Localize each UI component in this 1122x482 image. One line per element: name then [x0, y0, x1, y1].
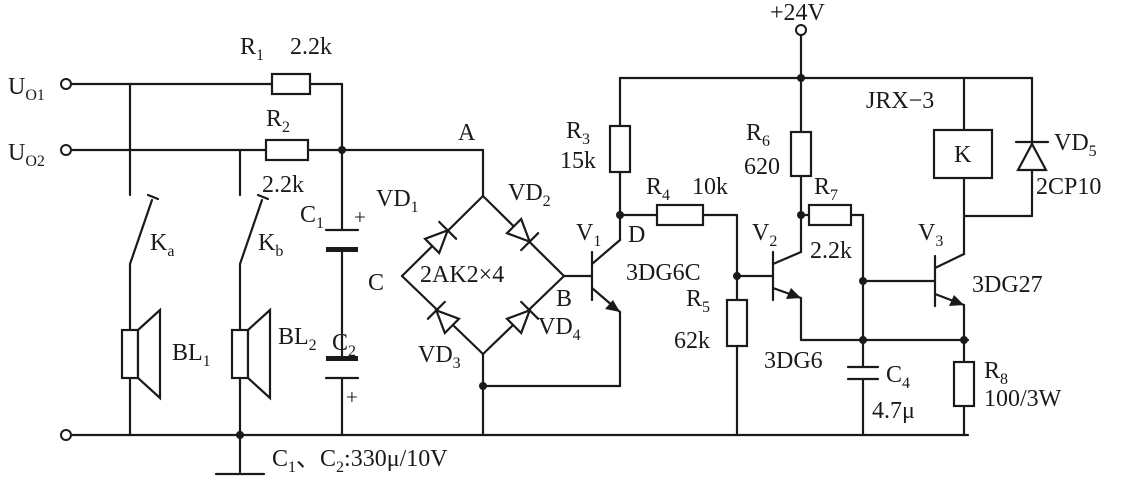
- r4-value: 10k: [692, 174, 728, 200]
- uo2-terminal: [60, 144, 72, 156]
- ground-terminal: [60, 429, 72, 441]
- capacitor-c4: [846, 365, 880, 381]
- v3-label: V3: [918, 220, 943, 250]
- v1-type: 3DG6C: [626, 260, 701, 286]
- resistor-r8: [952, 360, 976, 408]
- switch-kb: [238, 193, 270, 266]
- c4-label: C4: [886, 362, 910, 392]
- r8-label: R8: [984, 358, 1008, 388]
- junction-dot: [479, 382, 487, 390]
- bridge-type-label: 2AK2×4: [420, 262, 504, 288]
- junction-dot: [733, 272, 741, 280]
- resistor-r1: [270, 72, 312, 96]
- r5-label: R5: [686, 286, 710, 316]
- resistor-r4: [655, 203, 705, 227]
- vd5-label: VD5: [1054, 130, 1097, 160]
- node-b-label: B: [556, 286, 572, 312]
- r6-label: R6: [746, 120, 770, 150]
- uo2-label: UO2: [8, 140, 45, 170]
- bl2-label: BL2: [278, 324, 317, 354]
- vd5-type: 2CP10: [1036, 174, 1101, 200]
- r7-label: R7: [814, 174, 838, 204]
- transistor-v1: [590, 238, 622, 314]
- r2-value: 2.2k: [262, 172, 304, 198]
- vd2-label: VD2: [508, 180, 551, 210]
- caps-note: C1、C2:330μ/10V: [272, 446, 448, 476]
- resistor-r7: [807, 203, 853, 227]
- vd3-label: VD3: [418, 342, 461, 372]
- c4-value: 4.7μ: [872, 398, 915, 424]
- junction-dot: [616, 211, 624, 219]
- r8-value: 100/3W: [984, 386, 1062, 412]
- kb-label: Kb: [258, 230, 283, 260]
- speaker-bl1: [120, 307, 162, 401]
- diode-vd4: [505, 300, 540, 335]
- transistor-v2: [771, 250, 803, 302]
- c2-polarity: +: [346, 385, 358, 409]
- vd1-label: VD1: [376, 186, 419, 216]
- bl1-label: BL1: [172, 340, 211, 370]
- resistor-r5: [725, 298, 749, 348]
- junction-dot: [236, 431, 244, 439]
- capacitor-c1: [324, 228, 360, 252]
- resistor-r2: [264, 138, 310, 162]
- relay-model-label: JRX−3: [866, 88, 934, 114]
- supply-label: +24V: [770, 0, 826, 26]
- r2-label: R2: [266, 106, 290, 136]
- input-wires: [70, 82, 970, 476]
- c1-polarity: +: [354, 205, 366, 229]
- junction-dot: [859, 336, 867, 344]
- resistor-r3: [608, 124, 632, 174]
- node-d-label: D: [628, 222, 645, 248]
- junction-dot: [338, 146, 346, 154]
- node-a-label: A: [458, 120, 476, 146]
- r4-label: R4: [646, 174, 670, 204]
- v3-type: 3DG27: [972, 272, 1043, 298]
- v2-label: V2: [752, 220, 777, 250]
- r6-value: 620: [744, 154, 780, 180]
- r3-value: 15k: [560, 148, 596, 174]
- relay-coil-label: K: [954, 142, 972, 168]
- supply-rail: [618, 32, 1034, 80]
- r1-label: R1: [240, 34, 264, 64]
- v2-type: 3DG6: [764, 348, 823, 374]
- uo1-terminal: [60, 78, 72, 90]
- c2-label: C2: [332, 330, 356, 360]
- junction-dot: [797, 211, 805, 219]
- capacitor-c2: [324, 356, 360, 380]
- v3-wires: [861, 76, 1034, 437]
- diode-vd2: [505, 217, 540, 252]
- v1-label: V1: [576, 220, 601, 250]
- resistor-r6: [789, 130, 813, 178]
- ka-label: Ka: [150, 230, 174, 260]
- r3-label: R3: [566, 118, 590, 148]
- junction-dot: [960, 336, 968, 344]
- node-c-label: C: [368, 270, 384, 296]
- speaker-bl2: [230, 307, 272, 401]
- junction-dot: [859, 277, 867, 285]
- transistor-v3: [933, 252, 966, 308]
- r1-value: 2.2k: [290, 34, 332, 60]
- c1-label: C1: [300, 202, 324, 232]
- diode-vd1: [423, 220, 458, 255]
- r5-value: 62k: [674, 328, 710, 354]
- supply-terminal: [795, 24, 807, 36]
- uo1-label: UO1: [8, 74, 45, 104]
- switch-ka: [128, 193, 160, 266]
- relay-coil-k: [932, 128, 994, 180]
- v1-wires: [481, 76, 739, 388]
- r7-value: 2.2k: [810, 238, 852, 264]
- diode-vd3: [426, 300, 461, 335]
- diode-vd5: [1014, 140, 1050, 172]
- vd4-label: VD4: [538, 314, 581, 344]
